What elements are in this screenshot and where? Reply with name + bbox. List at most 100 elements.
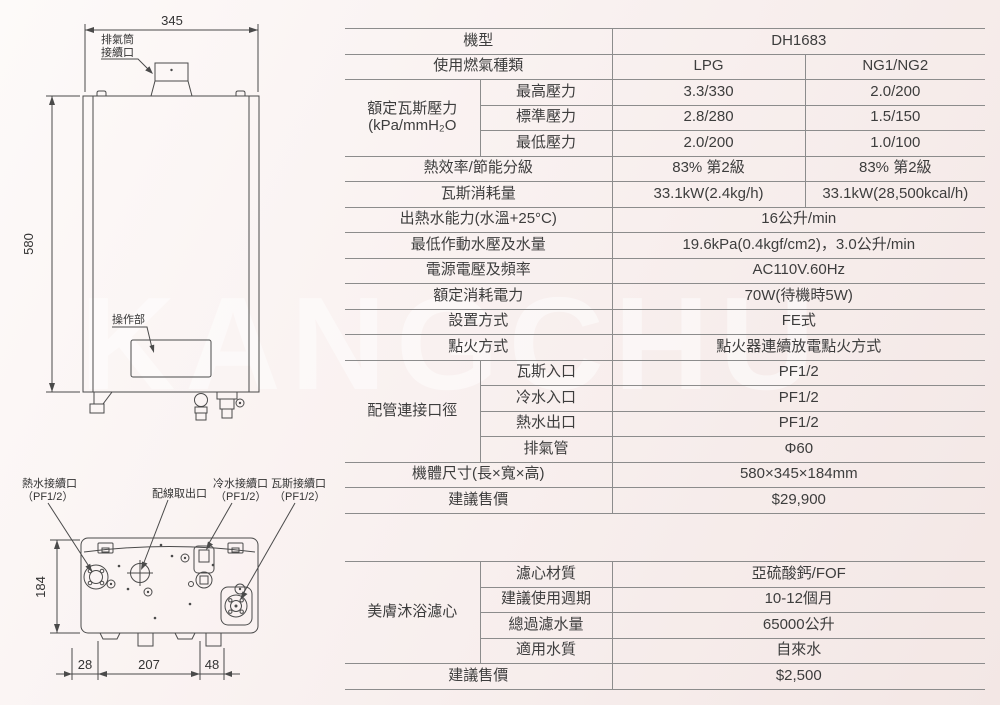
operation-panel-label: 操作部 xyxy=(112,312,145,326)
pressure-group-label-cell: 額定瓦斯壓力 (kPa/mmH₂O xyxy=(345,79,480,157)
filter-price-label-cell: 建議售價 xyxy=(345,663,612,690)
pressure-min-lpg-cell: 2.0/200 xyxy=(611,130,806,157)
table-row: 總過濾水量 65000公升 xyxy=(345,612,986,639)
power-label-cell: 額定消耗電力 xyxy=(345,283,613,310)
exhaust-connector-shape xyxy=(150,62,193,97)
filter-water-label-cell: 適用水質 xyxy=(479,637,612,664)
filter-group-label-cell: 美膚沐浴濾心 xyxy=(345,561,480,664)
hot-outlet-value-cell: PF1/2 xyxy=(611,410,986,437)
table-row: 額定瓦斯壓力 (kPa/mmH₂O 最高壓力 3.3/330 2.0/200 xyxy=(345,79,986,157)
body-size-value-cell: 580×345×184mm xyxy=(611,461,986,488)
table-row: 額定消耗電力 70W(待機時5W) xyxy=(345,283,986,310)
consumption-lpg-cell: 33.1kW(2.4kg/h) xyxy=(611,181,806,208)
dim-48-text: 48 xyxy=(205,657,219,672)
consumption-ng-cell: 33.1kW(28,500kcal/h) xyxy=(804,181,986,208)
min-pressure-value-cell: 19.6kPa(0.4kgf/cm2)，3.0公升/min xyxy=(611,232,986,259)
efficiency-label-cell: 熱效率/節能分級 xyxy=(345,155,613,182)
filter-volume-value-cell: 65000公升 xyxy=(611,612,986,639)
gas-type-ng-cell: NG1/NG2 xyxy=(804,53,986,80)
table-row: 使用燃氣種類 LPG NG1/NG2 xyxy=(345,53,986,80)
pressure-std-ng-cell: 1.5/150 xyxy=(804,104,986,131)
dim-28-text: 28 xyxy=(78,657,92,672)
front-height-dim-text: 580 xyxy=(21,233,36,255)
dimension-580: 580 xyxy=(21,95,80,393)
cold-water-label-line2: （PF1/2） xyxy=(215,490,266,503)
table-row: 機型 DH1683 xyxy=(345,28,986,55)
table-row: 標準壓力 2.8/280 1.5/150 xyxy=(345,104,986,131)
gas-inlet-value-cell: PF1/2 xyxy=(611,359,986,386)
cold-inlet-value-cell: PF1/2 xyxy=(611,385,986,412)
hot-water-connector-shape xyxy=(83,564,116,590)
pressure-max-ng-cell: 2.0/200 xyxy=(804,79,986,106)
table-row: 設置方式 FE式 xyxy=(345,308,986,335)
consumption-label-cell: 瓦斯消耗量 xyxy=(345,181,613,208)
table-row: 配管連接口徑 瓦斯入口 PF1/2 xyxy=(345,359,986,463)
installation-label-cell: 設置方式 xyxy=(345,308,613,335)
installation-value-cell: FE式 xyxy=(611,308,986,335)
power-value-cell: 70W(待機時5W) xyxy=(611,283,986,310)
pressure-std-label-cell: 標準壓力 xyxy=(479,104,613,131)
filter-volume-label-cell: 總過濾水量 xyxy=(479,612,612,639)
panel-leader-line xyxy=(112,326,153,349)
bottom-view-drawing: 熱水接續口 （PF1/2） 配線取出口 冷水接續口 （PF1/2） 瓦斯接續口 … xyxy=(22,476,326,680)
gas-inlet-label-cell: 瓦斯入口 xyxy=(479,359,613,386)
hot-capacity-value-cell: 16公升/min xyxy=(611,206,986,233)
table-row: 最低作動水壓及水量 19.6kPa(0.4kgf/cm2)，3.0公升/min xyxy=(345,232,986,259)
table-row: 瓦斯消耗量 33.1kW(2.4kg/h) 33.1kW(28,500kcal/… xyxy=(345,181,986,208)
pressure-min-ng-cell: 1.0/100 xyxy=(804,130,986,157)
filter-water-value-cell: 自來水 xyxy=(611,637,986,664)
cold-inlet-label-cell: 冷水入口 xyxy=(479,385,613,412)
body-size-label-cell: 機體尺寸(長×寬×高) xyxy=(345,461,613,488)
efficiency-ng-cell: 83% 第2級 xyxy=(804,155,986,182)
cold-water-connector-shape xyxy=(188,545,215,589)
gas-label-line1: 瓦斯接續口 xyxy=(271,476,326,490)
pressure-max-lpg-cell: 3.3/330 xyxy=(611,79,806,106)
exhaust-pipe-label-cell: 排氣管 xyxy=(479,436,613,463)
gas-type-lpg-cell: LPG xyxy=(611,53,806,80)
front-width-dim-text: 345 xyxy=(161,13,183,28)
cold-water-label-line1: 冷水接續口 xyxy=(213,476,268,490)
bottom-height-dim-text: 184 xyxy=(33,576,48,598)
dimension-184: 184 xyxy=(33,539,80,634)
hot-outlet-label-cell: 熱水出口 xyxy=(479,410,613,437)
table-row: 美膚沐浴濾心 濾心材質 亞硫酸鈣/FOF xyxy=(345,561,986,664)
gas-type-label-cell: 使用燃氣種類 xyxy=(345,53,613,80)
price-value-cell: $29,900 xyxy=(611,487,986,514)
table-row: 建議售價 $29,900 xyxy=(345,487,986,514)
voltage-label-cell: 電源電壓及頻率 xyxy=(345,257,613,284)
efficiency-lpg-cell: 83% 第2級 xyxy=(611,155,806,182)
exhaust-label-line2: 接續口 xyxy=(101,45,134,59)
filter-table: 美膚沐浴濾心 濾心材質 亞硫酸鈣/FOF 建議使用週期 10-12個月 總過濾水… xyxy=(345,561,986,690)
model-label-cell: 機型 xyxy=(345,28,613,55)
pressure-std-lpg-cell: 2.8/280 xyxy=(611,104,806,131)
wiring-outlet-shape xyxy=(127,560,153,586)
table-row: 適用水質 自來水 xyxy=(345,637,986,664)
table-row: 熱效率/節能分級 83% 第2級 83% 第2級 xyxy=(345,155,986,182)
dimension-345: 345 xyxy=(84,13,259,92)
gas-connector-shape xyxy=(220,583,253,626)
operation-panel-shape xyxy=(130,339,212,378)
gas-label-line2: （PF1/2） xyxy=(274,490,325,503)
table-row: 電源電壓及頻率 AC110V.60Hz xyxy=(345,257,986,284)
table-row: 點火方式 點火器連續放電點火方式 xyxy=(345,334,986,361)
ignition-label-cell: 點火方式 xyxy=(345,334,613,361)
spec-table: 機型 DH1683 使用燃氣種類 LPG NG1/NG2 額定瓦斯壓力 (kPa… xyxy=(345,28,986,514)
hot-water-label-line1: 熱水接續口 xyxy=(22,476,77,490)
table-row: 排氣管 Φ60 xyxy=(345,436,986,463)
front-view-drawing: 345 580 排氣筒 接續口 xyxy=(21,13,260,421)
voltage-value-cell: AC110V.60Hz xyxy=(611,257,986,284)
heater-body-front xyxy=(82,90,260,393)
filter-material-value-cell: 亞硫酸鈣/FOF xyxy=(611,561,986,588)
pressure-max-label-cell: 最高壓力 xyxy=(479,79,613,106)
piping-group-label-cell: 配管連接口徑 xyxy=(345,359,480,463)
bottom-view-screws xyxy=(117,543,215,620)
filter-material-label-cell: 濾心材質 xyxy=(479,561,612,588)
hot-water-label-line2: （PF1/2） xyxy=(22,490,73,503)
price-label-cell: 建議售價 xyxy=(345,487,613,514)
exhaust-pipe-value-cell: Φ60 xyxy=(611,436,986,463)
wiring-outlet-label: 配線取出口 xyxy=(152,486,207,500)
filter-price-value-cell: $2,500 xyxy=(611,663,986,690)
min-pressure-label-cell: 最低作動水壓及水量 xyxy=(345,232,613,259)
dim-207-text: 207 xyxy=(138,657,160,672)
